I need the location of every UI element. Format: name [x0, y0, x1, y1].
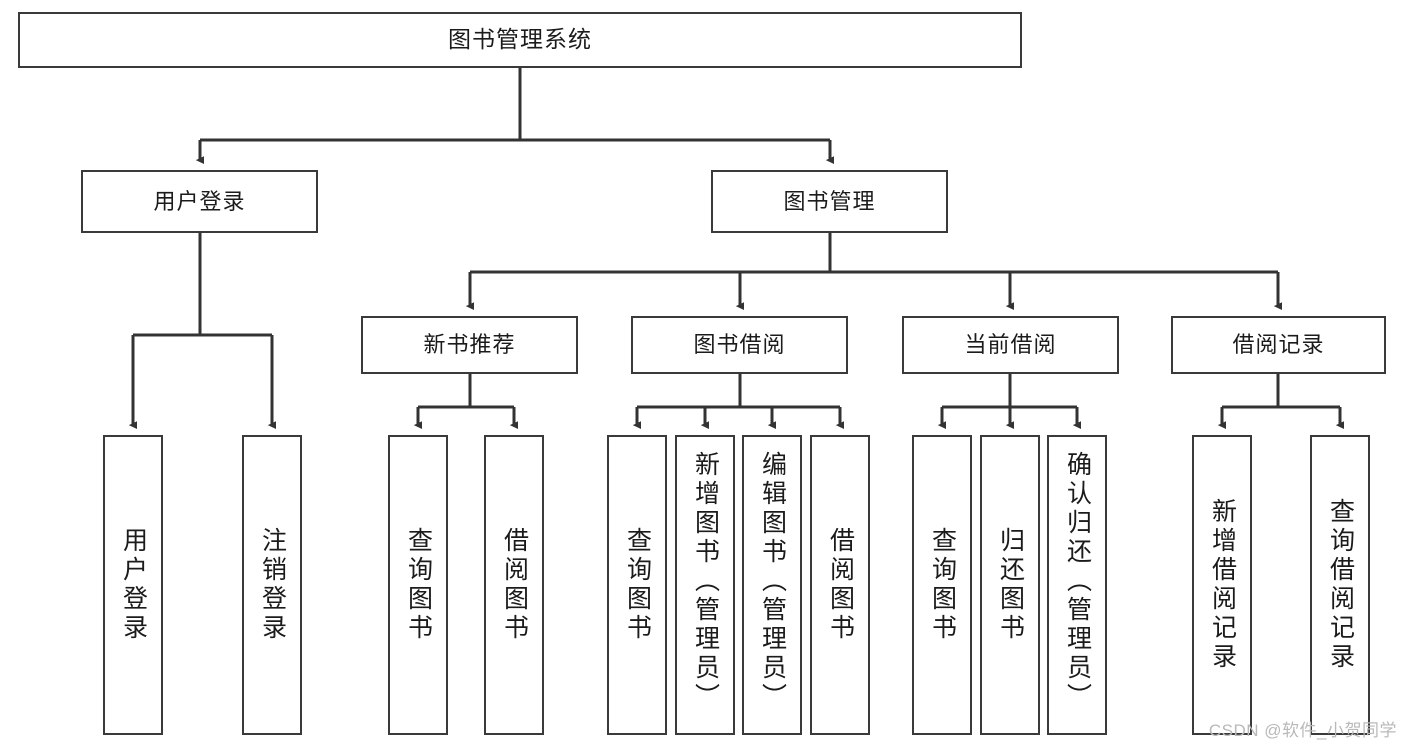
leaf-book-borrow-borrow[interactable]: 借阅图书 — [810, 435, 870, 735]
leaf-borrow-record-add[interactable]: 新增借阅记录 — [1192, 435, 1252, 735]
leaf-book-borrow-edit[interactable]: 编辑图书（管理员） — [742, 435, 802, 735]
leaf-book-borrow-query[interactable]: 查询图书 — [607, 435, 667, 735]
leaf-label: 借阅图书 — [826, 527, 855, 643]
leaf-label: 借阅图书 — [500, 527, 529, 643]
node-book-manage-label: 图书管理 — [783, 188, 876, 214]
node-new-book-rec-label: 新书推荐 — [423, 332, 516, 358]
node-borrow-record-label: 借阅记录 — [1232, 332, 1325, 358]
leaf-book-borrow-add[interactable]: 新增图书（管理员） — [675, 435, 735, 735]
node-current-borrow-label: 当前借阅 — [964, 332, 1057, 358]
leaf-user-login-login[interactable]: 用户登录 — [103, 435, 163, 735]
node-user-login[interactable]: 用户登录 — [81, 170, 318, 233]
leaf-current-borrow-confirm[interactable]: 确认归还（管理员） — [1047, 435, 1107, 735]
leaf-new-book-rec-borrow[interactable]: 借阅图书 — [484, 435, 544, 735]
leaf-borrow-record-query[interactable]: 查询借阅记录 — [1310, 435, 1370, 735]
node-new-book-rec[interactable]: 新书推荐 — [361, 316, 578, 374]
leaf-label: 查询图书 — [623, 527, 652, 643]
leaf-new-book-rec-query[interactable]: 查询图书 — [388, 435, 448, 735]
leaf-label: 注销登录 — [258, 527, 287, 643]
leaf-label: 查询图书 — [404, 527, 433, 643]
csdn-watermark: CSDN @软件_小贺同学 — [1208, 721, 1397, 740]
node-book-borrow[interactable]: 图书借阅 — [631, 316, 848, 374]
node-user-login-label: 用户登录 — [153, 188, 246, 214]
leaf-label: 确认归还（管理员） — [1063, 451, 1092, 712]
leaf-current-borrow-return[interactable]: 归还图书 — [980, 435, 1040, 735]
node-book-manage[interactable]: 图书管理 — [711, 170, 948, 233]
node-book-borrow-label: 图书借阅 — [693, 332, 786, 358]
leaf-label: 新增借阅记录 — [1208, 498, 1237, 672]
leaf-label: 归还图书 — [996, 527, 1025, 643]
leaf-current-borrow-query[interactable]: 查询图书 — [912, 435, 972, 735]
leaf-label: 用户登录 — [119, 527, 148, 643]
node-root[interactable]: 图书管理系统 — [18, 12, 1022, 68]
leaf-label: 查询图书 — [928, 527, 957, 643]
leaf-label: 编辑图书（管理员） — [758, 451, 787, 712]
node-borrow-record[interactable]: 借阅记录 — [1171, 316, 1386, 374]
node-root-label: 图书管理系统 — [448, 26, 592, 53]
leaf-label: 新增图书（管理员） — [691, 451, 720, 712]
leaf-user-login-logout[interactable]: 注销登录 — [242, 435, 302, 735]
leaf-label: 查询借阅记录 — [1326, 498, 1355, 672]
node-current-borrow[interactable]: 当前借阅 — [902, 316, 1119, 374]
